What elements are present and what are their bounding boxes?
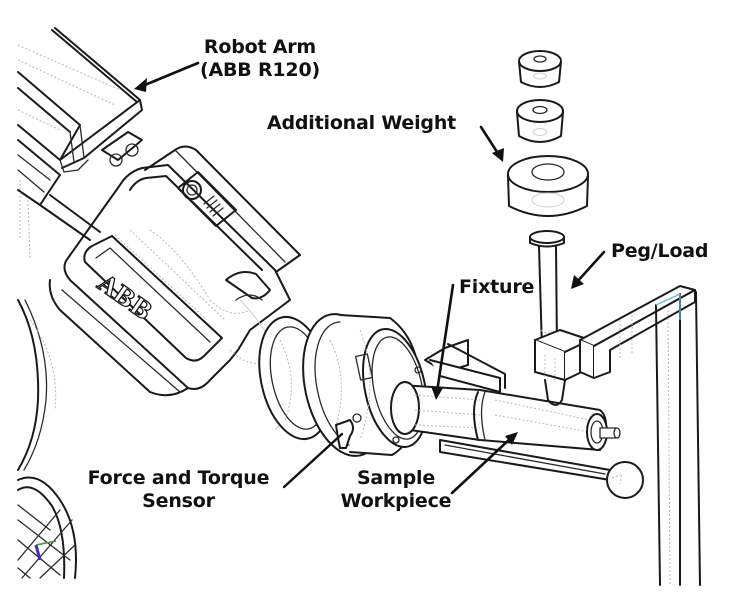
label-additional-weight: Additional Weight — [267, 112, 456, 135]
axis-y-marker — [35, 540, 57, 546]
robot-base — [17, 299, 77, 579]
robot-arm-arrowhead — [134, 78, 147, 92]
label-peg-load-text: Peg/Load — [611, 240, 709, 262]
fixture-arrow — [435, 283, 455, 394]
robot-arm-arrow — [138, 61, 200, 89]
additional-weights — [507, 50, 589, 217]
peg-arrow — [574, 250, 606, 285]
peg-arrowhead — [571, 275, 584, 289]
peg-load — [529, 230, 591, 406]
support-frame — [579, 285, 701, 586]
robot-upper-arm — [17, 27, 143, 261]
label-fixture: Fixture — [459, 276, 534, 299]
weight-large — [507, 155, 589, 217]
workpiece-arrowhead — [505, 432, 518, 445]
label-ft-sensor-line1: Force and Torque — [87, 467, 270, 489]
callout-lines — [134, 61, 606, 495]
label-sample-workpiece: Sample Workpiece — [334, 467, 458, 513]
label-force-torque-sensor: Force and Torque Sensor — [81, 467, 276, 513]
axis-z-marker — [34, 544, 42, 561]
label-robot-arm-line1: Robot Arm — [203, 36, 317, 58]
label-robot-arm: Robot Arm (ABB R120) — [200, 36, 320, 82]
label-peg-load: Peg/Load — [611, 240, 709, 263]
label-additional-weight-text: Additional Weight — [267, 112, 457, 134]
weight-medium — [516, 99, 564, 143]
label-workpiece-line1: Sample — [356, 467, 436, 489]
workpiece-arrow — [450, 435, 514, 495]
label-ft-sensor-line2: Sensor — [142, 490, 215, 512]
label-fixture-text: Fixture — [459, 276, 535, 298]
abb-logo: ABB — [92, 268, 158, 326]
weight-small — [518, 50, 562, 88]
sensor-leader — [282, 432, 344, 489]
weight-arrow — [479, 125, 501, 157]
label-robot-arm-line2: (ABB R120) — [200, 59, 320, 81]
weight-arrowhead — [492, 148, 504, 162]
fixture-assembly — [390, 339, 644, 499]
fixture-arrowhead — [431, 386, 443, 400]
label-workpiece-line2: Workpiece — [340, 490, 452, 512]
